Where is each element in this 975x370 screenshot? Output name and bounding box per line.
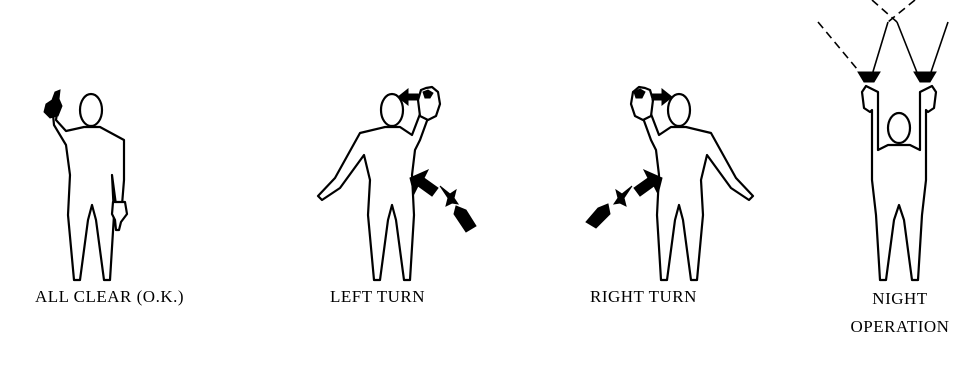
diagonal-arrow-up-left-icon	[410, 170, 438, 196]
beam-cross-dash-b	[888, 0, 915, 22]
right-beam-right-ray	[930, 22, 948, 75]
right-flashlight-icon	[914, 72, 936, 82]
figure-all-clear	[44, 90, 127, 280]
night-operation-caption: NIGHT OPERATION	[845, 285, 955, 341]
all-clear-head	[80, 94, 102, 126]
right-turn-caption: RIGHT TURN	[590, 287, 697, 307]
night-operation-caption-line2: OPERATION	[845, 313, 955, 341]
right-beam-left-ray	[897, 22, 918, 75]
right-turn-body	[643, 112, 753, 280]
night-head	[888, 113, 910, 143]
right-turn-head	[668, 94, 690, 126]
left-beam-right-ray	[872, 22, 888, 75]
right-turn-taxi-block-icon	[586, 204, 610, 228]
all-clear-body	[52, 104, 124, 280]
left-turn-body	[318, 112, 428, 280]
left-beam-left-ray	[818, 22, 862, 75]
right-turn-aircraft-icon	[614, 186, 632, 206]
all-clear-caption: ALL CLEAR (O.K.)	[35, 287, 184, 307]
figure-right-turn	[586, 87, 753, 280]
left-flashlight-icon	[858, 72, 880, 82]
taxi-block-icon	[454, 206, 476, 232]
thumbs-up-hand-icon	[44, 90, 62, 118]
aircraft-icon	[440, 186, 458, 206]
night-operation-caption-line1: NIGHT	[845, 285, 955, 313]
left-turn-caption: LEFT TURN	[330, 287, 425, 307]
figure-night-operation	[818, 0, 948, 280]
figure-left-turn	[318, 87, 476, 280]
